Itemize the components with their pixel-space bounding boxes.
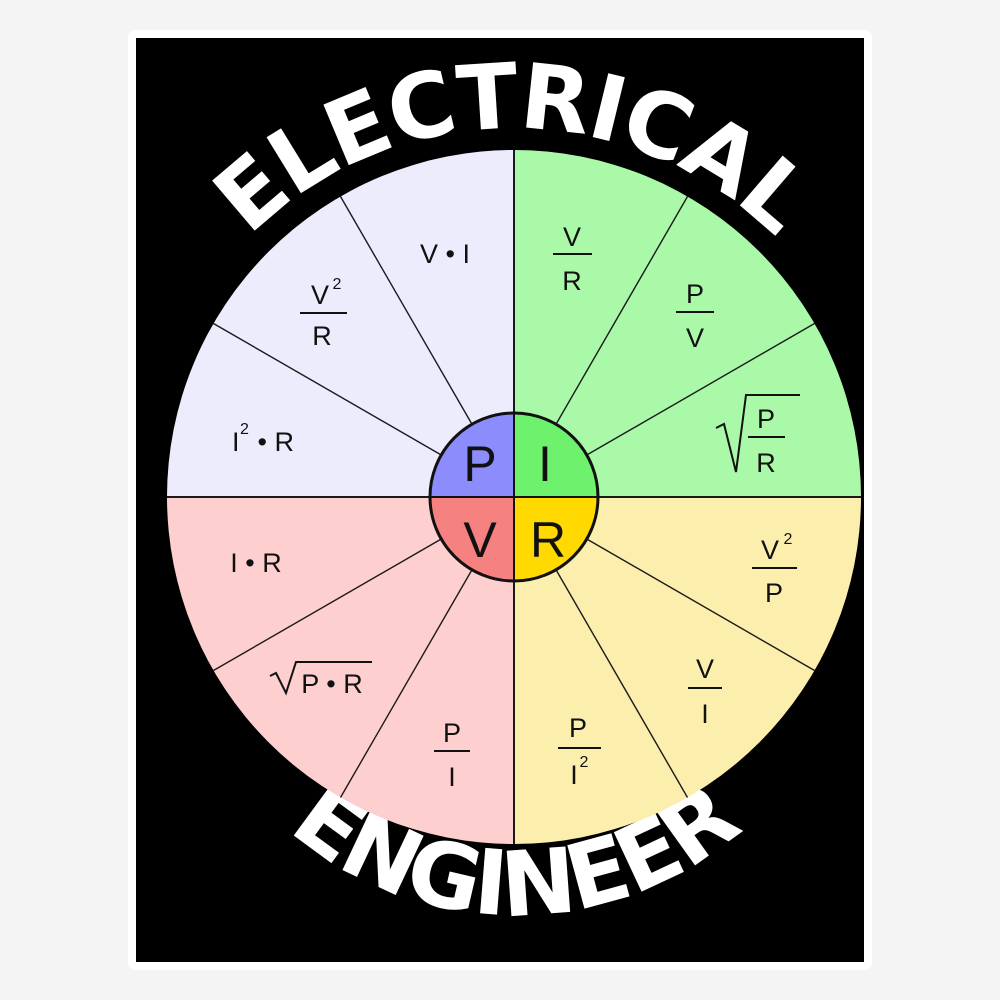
wheel-divider (213, 538, 442, 672)
hub-letter-v: V (463, 512, 497, 568)
formula-r-p-over-i2: P I 2 (558, 713, 601, 790)
wheel-divider (213, 322, 442, 456)
svg-text:I • R: I • R (230, 548, 281, 578)
formula-r-v-over-i: V I (688, 654, 722, 729)
quadrant-p (167, 150, 514, 497)
quadrant-i (514, 150, 861, 497)
wheel-divider (339, 196, 473, 425)
svg-text:V: V (696, 654, 714, 684)
svg-text:I: I (448, 762, 456, 792)
formula-i-v-over-r: V R (553, 222, 592, 296)
svg-text:V: V (311, 280, 329, 310)
sqrt-icon (715, 394, 800, 473)
formula-p-i2-r: I 2 • R (232, 421, 294, 457)
svg-text:P: P (569, 713, 587, 743)
svg-text:2: 2 (784, 531, 793, 548)
wheel-divider (586, 538, 815, 672)
formula-r-v2-over-p: V 2 P (752, 531, 797, 608)
formula-v-ir: I • R (230, 548, 281, 578)
formula-v-sqrt-pr: P • R (269, 661, 372, 699)
svg-text:I: I (570, 760, 578, 790)
svg-text:V: V (686, 323, 704, 353)
hub-quadrant-r (514, 497, 598, 581)
svg-text:V • I: V • I (420, 239, 470, 269)
hub-letters: P I V R (463, 436, 566, 568)
svg-text:P: P (765, 578, 783, 608)
svg-text:I: I (232, 427, 240, 457)
svg-text:R: R (562, 266, 582, 296)
formula-p-vi: V • I (420, 239, 470, 269)
svg-text:P: P (757, 404, 775, 434)
hub-quadrant-i (514, 413, 598, 497)
wheel-divider (555, 569, 689, 798)
quadrant-r (514, 497, 861, 844)
formula-wheel (167, 150, 861, 844)
svg-text:I: I (701, 699, 709, 729)
svg-text:2: 2 (333, 276, 342, 293)
svg-text:P • R: P • R (301, 669, 362, 699)
svg-text:R: R (756, 448, 776, 478)
quadrant-v (167, 497, 514, 844)
sqrt-icon (269, 661, 372, 696)
wheel-divider (339, 569, 473, 798)
hub-quadrant-v (430, 497, 514, 581)
svg-text:V: V (563, 222, 581, 252)
formula-i-sqrt-p-over-r: P R (715, 394, 800, 478)
wheel-dividers (167, 150, 861, 844)
formula-v-p-over-i: P I (434, 718, 470, 792)
svg-text:2: 2 (240, 421, 249, 438)
hub-quadrant-p (430, 413, 514, 497)
svg-text:R: R (312, 321, 332, 351)
pivr-hub (428, 411, 600, 583)
hub-letter-p: P (463, 436, 496, 492)
hub-letter-r: R (530, 512, 566, 568)
svg-text:P: P (443, 718, 461, 748)
svg-text:2: 2 (580, 754, 589, 771)
wheel-divider (586, 322, 815, 456)
svg-text:P: P (686, 279, 704, 309)
hub-letter-i: I (538, 436, 552, 492)
formula-p-v2-over-r: V 2 R (300, 276, 347, 351)
wheel-divider (555, 196, 689, 425)
svg-text:V: V (761, 535, 779, 565)
formula-i-p-over-v: P V (676, 279, 714, 353)
svg-text:• R: • R (250, 427, 294, 457)
